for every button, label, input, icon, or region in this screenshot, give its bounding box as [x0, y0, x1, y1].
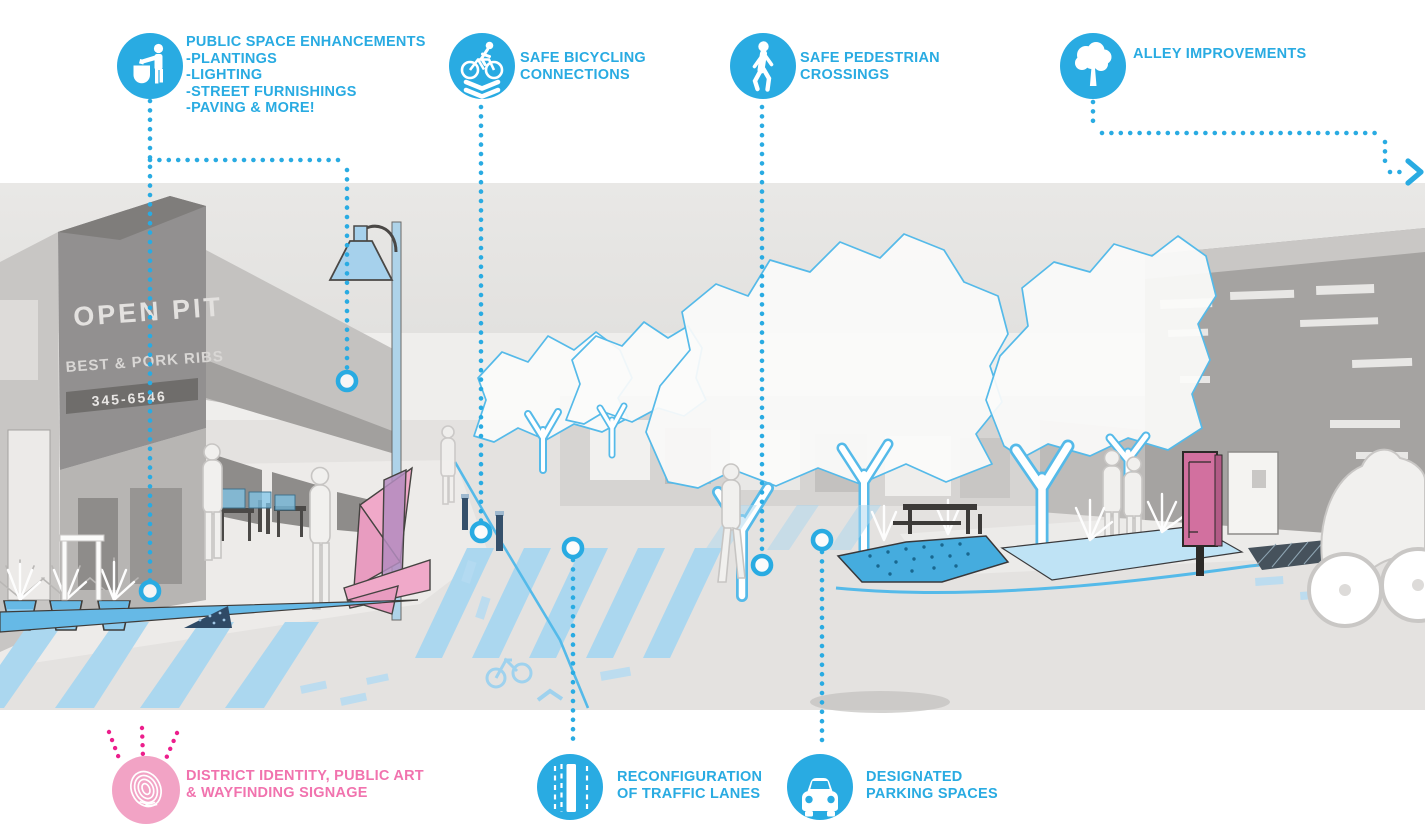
pedestrian-silhouettes	[202, 425, 1143, 610]
bollards	[461, 494, 504, 551]
bike-lane-symbol	[485, 657, 564, 702]
district-badge	[112, 756, 180, 824]
pedestrian-icon	[730, 33, 796, 99]
tree-icon	[1060, 33, 1126, 99]
traffic-badge	[537, 754, 603, 820]
public-art-sculpture	[343, 466, 431, 615]
litter-disposal-icon	[117, 33, 183, 99]
sidewalk-cafe	[218, 488, 306, 541]
public-space-item: -LIGHTING	[186, 67, 263, 83]
fingerprint-icon	[112, 756, 180, 824]
parklet	[810, 451, 1425, 713]
district-label: DISTRICT IDENTITY, PUBLIC ART & WAYFINDI…	[186, 768, 424, 801]
bicycling-badge	[449, 33, 515, 99]
alley-label: ALLEY IMPROVEMENTS	[1133, 46, 1307, 62]
street-planters	[0, 494, 504, 633]
traffic-label: RECONFIGURATION OF TRAFFIC LANES	[617, 769, 763, 802]
parking-label: DESIGNATED PARKING SPACES	[866, 769, 998, 802]
parking-badge	[787, 754, 853, 820]
wayfinding-kiosk	[1182, 451, 1223, 576]
crosswalk-paint	[0, 461, 1331, 709]
public-space-item: -STREET FURNISHINGS	[186, 83, 357, 100]
public-space-label: PUBLIC SPACE ENHANCEMENTS -PLANTINGS -LI…	[186, 34, 426, 117]
pedestrian-label: SAFE PEDESTRIAN CROSSINGS	[800, 50, 940, 83]
sign-posts	[59, 534, 105, 601]
road-lanes-icon	[537, 754, 603, 820]
bicycling-label: SAFE BICYCLING CONNECTIONS	[520, 50, 646, 83]
alley-badge	[1060, 33, 1126, 99]
bicycle-icon	[449, 33, 515, 99]
public-space-item: -PLANTINGS	[186, 50, 278, 67]
public-space-item: -PAVING & MORE!	[186, 100, 315, 116]
public-space-badge	[117, 33, 183, 99]
pedestrian-badge	[730, 33, 796, 99]
proposed-trees	[473, 233, 1217, 602]
car-icon	[787, 754, 853, 820]
public-space-title: PUBLIC SPACE ENHANCEMENTS	[186, 34, 426, 50]
parklet-table	[893, 504, 982, 534]
cyclist-silhouette	[1307, 448, 1425, 628]
